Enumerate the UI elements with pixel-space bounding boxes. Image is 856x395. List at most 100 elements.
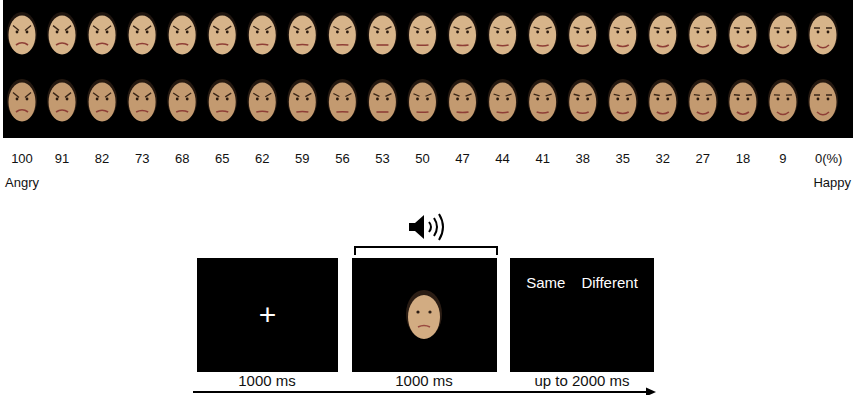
- morph-percentage: 59: [295, 152, 309, 166]
- hair: [127, 79, 157, 121]
- brows: [814, 27, 832, 28]
- eye: [496, 98, 499, 101]
- brows: [654, 95, 672, 96]
- morph-percentage: 9: [779, 152, 786, 166]
- response-option: Different: [581, 274, 637, 291]
- mouth: [657, 45, 669, 47]
- eye: [737, 31, 740, 34]
- skin: [409, 83, 436, 122]
- eye: [536, 98, 539, 101]
- mouth: [216, 44, 228, 45]
- eye: [656, 98, 659, 101]
- eye: [706, 31, 709, 34]
- mouth: [256, 110, 268, 112]
- eye: [176, 98, 179, 101]
- brows: [293, 93, 311, 96]
- morph-face: [408, 12, 438, 55]
- morph-face: [808, 79, 838, 122]
- sound-wave: [439, 214, 443, 240]
- brows: [574, 94, 592, 96]
- hair: [808, 12, 838, 54]
- skin: [249, 83, 276, 122]
- eye: [296, 31, 299, 34]
- mouth: [537, 45, 549, 46]
- eye: [466, 98, 469, 101]
- hair: [408, 12, 438, 54]
- hair: [728, 79, 758, 121]
- skin: [169, 16, 196, 55]
- hair: [406, 290, 442, 338]
- mouth: [56, 43, 68, 45]
- skin: [529, 83, 556, 122]
- hair: [7, 12, 37, 54]
- morph-face: [768, 12, 798, 55]
- eye: [376, 31, 379, 34]
- mouth: [457, 111, 469, 113]
- mouth: [457, 44, 469, 46]
- morph-face: [167, 79, 197, 122]
- morph-percentage: 0(%): [815, 152, 842, 166]
- morph-face: [167, 12, 197, 55]
- hair: [688, 79, 718, 121]
- mouth: [216, 111, 228, 112]
- eye: [176, 31, 179, 34]
- brows: [213, 93, 231, 97]
- eye: [616, 31, 619, 34]
- eye: [336, 98, 339, 101]
- skin: [729, 16, 756, 55]
- eye: [666, 98, 669, 101]
- skin: [689, 83, 716, 122]
- eye: [226, 31, 229, 34]
- eye: [266, 98, 269, 101]
- eye: [817, 31, 820, 34]
- hair: [488, 79, 518, 121]
- eye: [96, 98, 99, 101]
- hair: [327, 79, 357, 121]
- skin: [649, 83, 676, 122]
- mouth: [697, 45, 709, 47]
- mouth: [296, 111, 308, 113]
- mouth: [617, 45, 629, 47]
- hair: [287, 12, 317, 54]
- skin: [449, 16, 476, 55]
- morph-face: [448, 12, 478, 55]
- eye: [416, 310, 419, 313]
- brows: [774, 27, 792, 29]
- skin: [689, 16, 716, 55]
- morph-percentage: 27: [696, 152, 710, 166]
- arrow-head: [646, 388, 656, 395]
- eye: [616, 98, 619, 101]
- morph-face: [448, 79, 478, 122]
- skin: [489, 16, 516, 55]
- mouth: [418, 326, 430, 328]
- hair: [568, 12, 598, 54]
- hair: [167, 79, 197, 121]
- brows: [293, 26, 311, 29]
- brows: [13, 93, 31, 98]
- morph-face: [207, 12, 237, 55]
- brows: [414, 27, 432, 30]
- hair: [367, 12, 397, 54]
- brows: [213, 26, 231, 30]
- hair: [167, 12, 197, 54]
- eye: [586, 31, 589, 34]
- sound-wave: [429, 222, 431, 232]
- eye: [787, 98, 790, 101]
- eye: [146, 31, 149, 34]
- morph-face: [568, 79, 598, 122]
- brows: [93, 26, 111, 31]
- eye: [656, 31, 659, 34]
- eye: [696, 98, 699, 101]
- eye: [777, 31, 780, 34]
- morph-percentage: 100: [11, 152, 33, 166]
- sound-bracket: [355, 247, 497, 255]
- brows: [454, 27, 472, 29]
- skin: [769, 83, 796, 122]
- eye: [506, 98, 509, 101]
- eye: [536, 31, 539, 34]
- eye: [376, 98, 379, 101]
- eye: [456, 31, 459, 34]
- hair: [728, 12, 758, 54]
- hair: [207, 79, 237, 121]
- skin: [129, 83, 156, 122]
